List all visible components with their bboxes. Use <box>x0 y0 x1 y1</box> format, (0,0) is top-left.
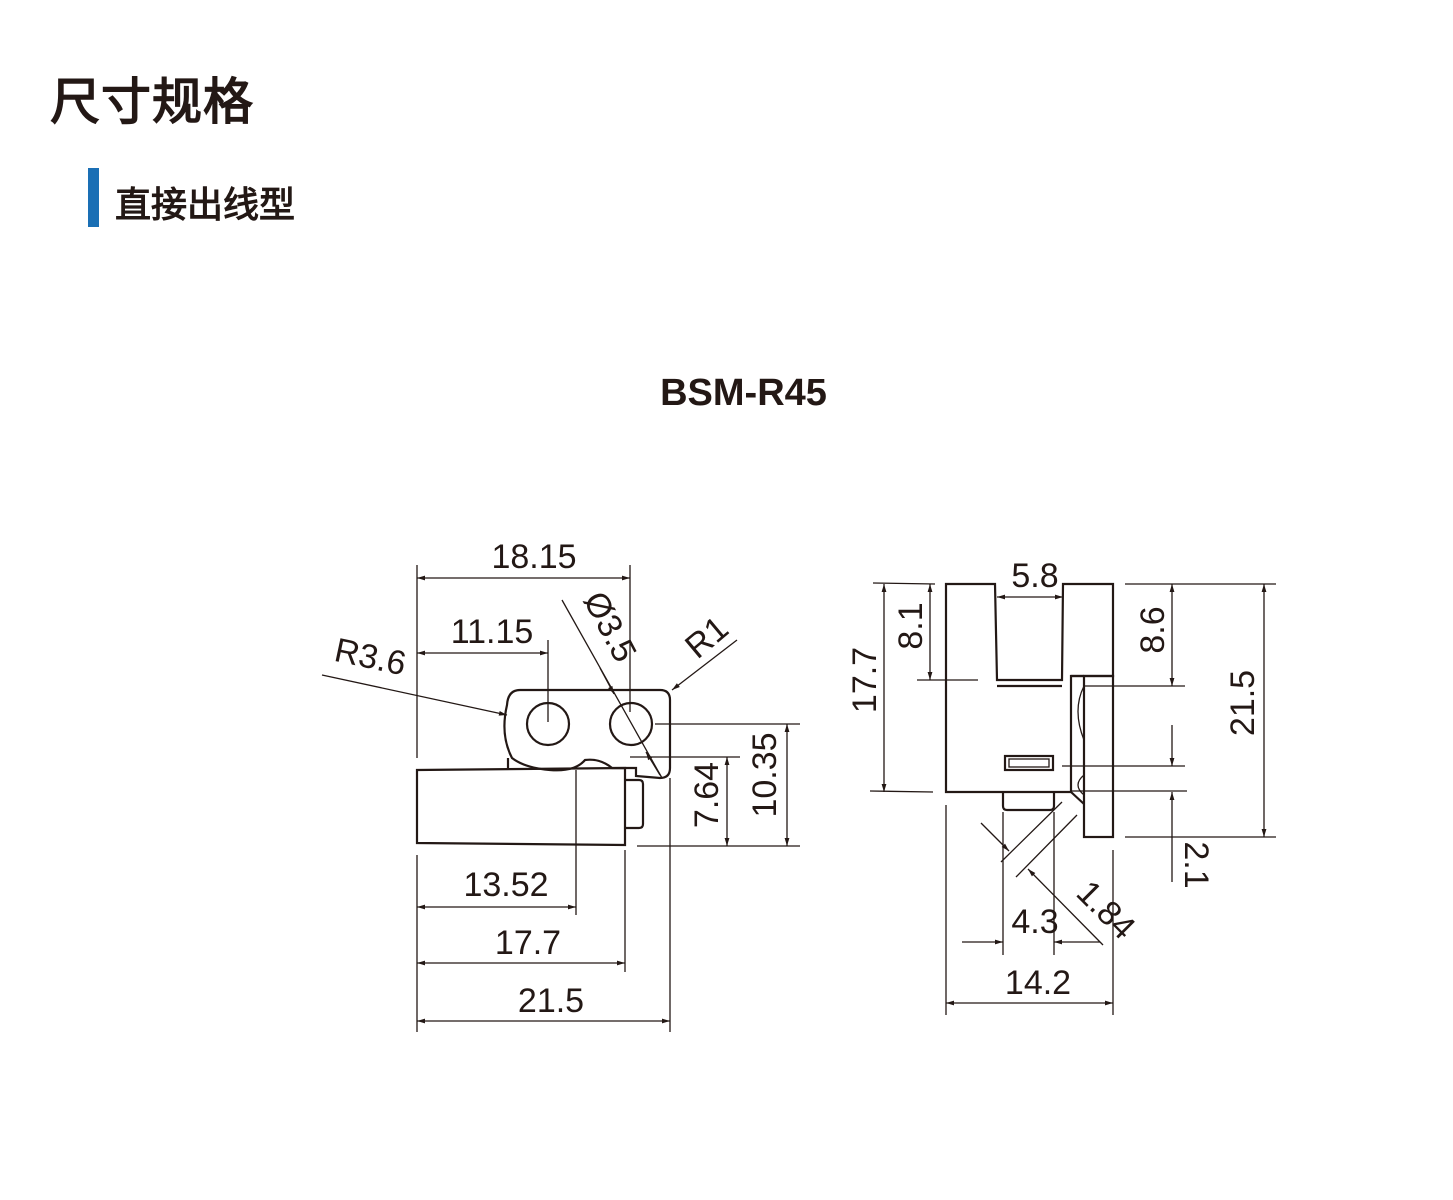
page-title: 尺寸规格 <box>50 73 254 131</box>
dim-4-3: 4.3 <box>1011 903 1058 941</box>
mount-hole-right <box>608 701 654 747</box>
dim-13-52: 13.52 <box>463 866 548 904</box>
dim-21-5-height: 21.5 <box>1224 670 1262 736</box>
dim-r3-6: R3.6 <box>331 631 409 683</box>
indicator-slot <box>1003 754 1055 772</box>
model-name: BSM-R45 <box>660 372 827 414</box>
dim-5-8: 5.8 <box>1011 557 1058 595</box>
dim-14-2: 14.2 <box>1005 964 1071 1002</box>
dim-8-6: 8.6 <box>1134 606 1172 653</box>
dim-2-1: 2.1 <box>1177 841 1215 888</box>
body-outline <box>944 582 1115 794</box>
dim-8-1: 8.1 <box>892 602 930 649</box>
dim-r1: R1 <box>678 609 736 666</box>
dim-1-84: 1.84 <box>1069 873 1143 947</box>
dim-11-15: 11.15 <box>451 613 534 651</box>
side-view: 5.8 17.7 8.1 8.6 21.5 2.1 14.2 4.3 <box>846 557 1276 1015</box>
upper-plate-outline <box>503 688 672 780</box>
dim-7-64: 7.64 <box>688 762 726 828</box>
dim-18-15: 18.15 <box>491 538 576 576</box>
cable-outlet <box>1001 792 1056 812</box>
lower-block-outline <box>415 766 627 847</box>
dim-10-35: 10.35 <box>746 732 784 817</box>
front-view: 18.15 11.15 R3.6 Ø3.5 R1 10.35 7.64 13.5… <box>321 538 800 1032</box>
dim-17-7: 17.7 <box>495 924 561 962</box>
dim-21-5: 21.5 <box>518 982 584 1020</box>
side-plate <box>1082 674 1115 839</box>
section-accent-bar <box>88 168 99 227</box>
section-subtitle: 直接出线型 <box>115 185 296 226</box>
dim-17-7-height: 17.7 <box>846 647 884 713</box>
dim-diameter-3-5: Ø3.5 <box>576 585 644 668</box>
